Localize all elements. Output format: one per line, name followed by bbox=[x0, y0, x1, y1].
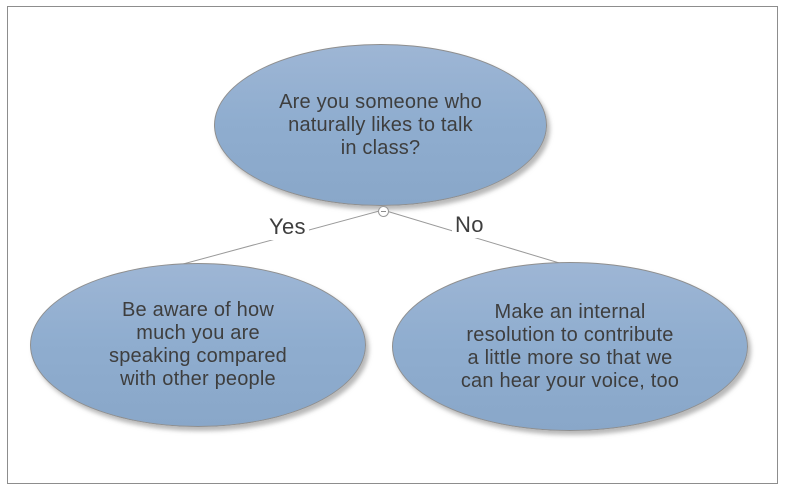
text-line: in class? bbox=[340, 136, 421, 159]
text-line: Be aware of how bbox=[122, 299, 274, 321]
yes-advice-text: Be aware of how much you are speaking co… bbox=[109, 299, 287, 391]
text-line: much you are bbox=[136, 322, 260, 344]
text-line: naturally likes to talk bbox=[288, 113, 473, 136]
text-line: with other people bbox=[120, 368, 276, 390]
text-line: a little more so that we bbox=[467, 346, 673, 369]
node-root-question[interactable]: Are you someone who naturally likes to t… bbox=[214, 44, 547, 206]
collapse-toggle-icon[interactable] bbox=[378, 206, 389, 217]
root-question-text: Are you someone who naturally likes to t… bbox=[279, 91, 482, 160]
node-yes-advice[interactable]: Be aware of how much you are speaking co… bbox=[30, 263, 366, 427]
frame-border bbox=[7, 6, 778, 484]
text-line: resolution to contribute bbox=[466, 323, 674, 346]
text-line: speaking compared bbox=[109, 345, 287, 367]
edge-label-no: No bbox=[452, 212, 487, 238]
connector-no-line bbox=[382, 209, 577, 269]
edge-label-yes: Yes bbox=[266, 214, 309, 240]
minus-glyph bbox=[381, 211, 386, 212]
text-line: can hear your voice, too bbox=[460, 369, 680, 392]
text-line: Make an internal bbox=[494, 300, 646, 323]
node-no-advice[interactable]: Make an internal resolution to contribut… bbox=[392, 262, 748, 431]
text-line: Are you someone who bbox=[279, 90, 482, 113]
no-advice-text: Make an internal resolution to contribut… bbox=[461, 301, 679, 393]
